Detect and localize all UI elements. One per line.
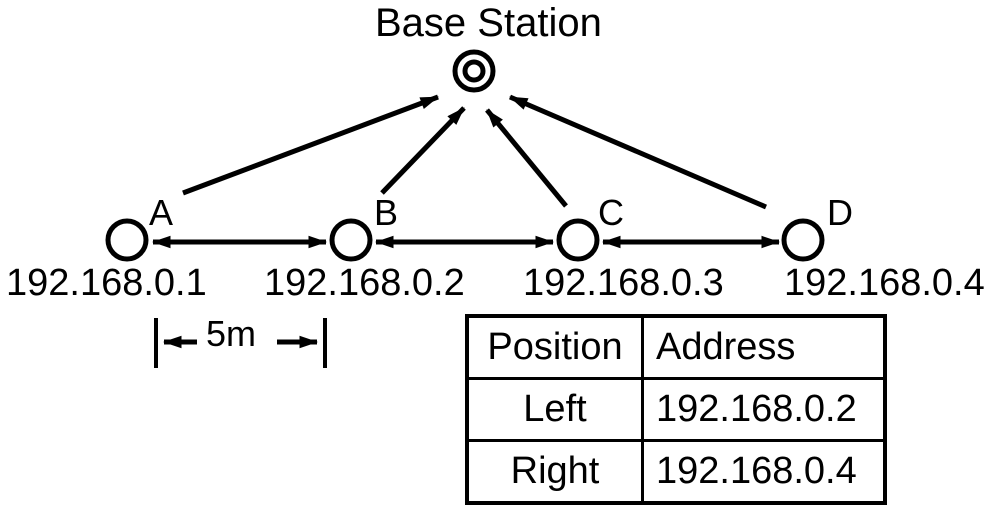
cell-address-right: 192.168.0.4 [641,439,887,505]
uplink-arrow-a [182,94,439,196]
uplink-arrow-b [380,106,466,195]
node-a-label: A [149,192,174,233]
base-station-label: Base Station [375,1,602,45]
table-header-address: Address [641,314,887,380]
node-c-circle [556,218,600,262]
distance-label: 5m [205,313,256,354]
distance-marker [154,318,327,368]
node-c-address: 192.168.0.3 [523,262,724,304]
node-b-label: B [374,192,399,233]
uplink-arrow-c [485,108,568,208]
node-d-circle [781,218,825,262]
base-station-icon [452,49,496,93]
position-address-table: Position Address Left 192.168.0.2 Right … [465,314,887,505]
node-a-circle [105,218,149,262]
table-header-row: Position Address [465,314,887,380]
table-row-left: Left 192.168.0.2 [465,377,887,442]
base-station-inner-ring [462,59,486,83]
node-b-address: 192.168.0.2 [264,262,465,304]
node-d-address: 192.168.0.4 [784,262,985,304]
base-station-outer-ring [452,49,496,93]
node-b-circle [329,218,373,262]
cell-position-right: Right [465,439,644,505]
node-a-address: 192.168.0.1 [6,262,207,304]
cell-position-left: Left [465,377,644,442]
uplink-arrow-d [509,94,767,210]
table-header-position: Position [465,314,644,380]
node-d-label: D [827,192,853,233]
cell-address-left: 192.168.0.2 [641,377,887,442]
table-row-right: Right 192.168.0.4 [465,439,887,505]
node-c-label: C [598,192,624,233]
